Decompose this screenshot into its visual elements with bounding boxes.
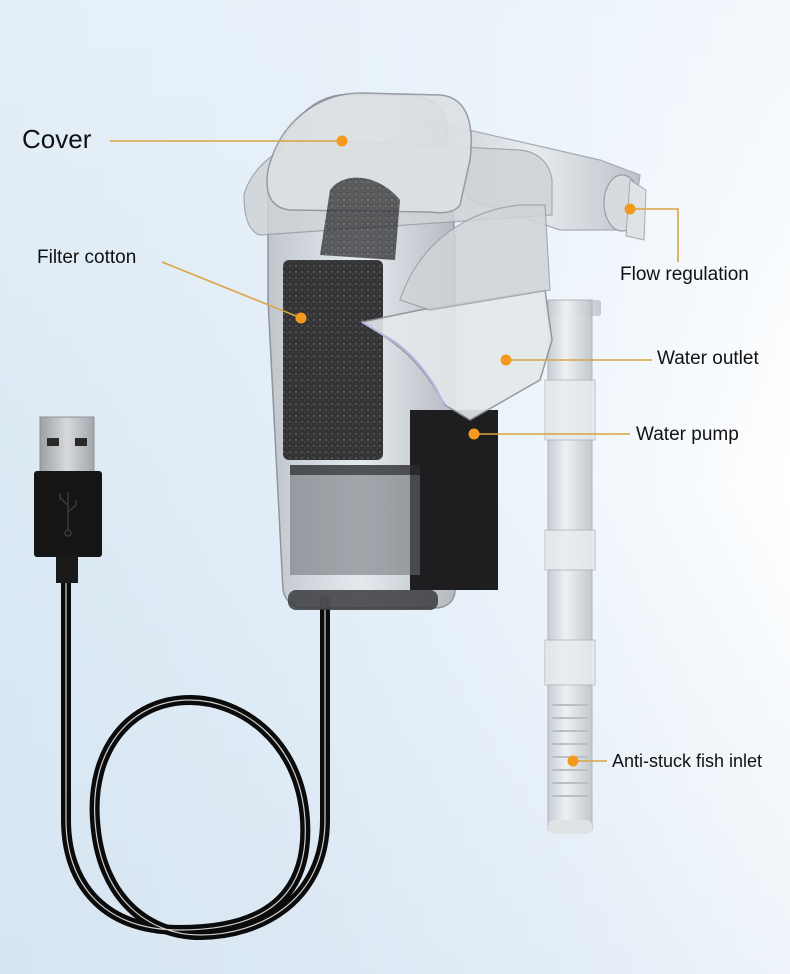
filter-cotton-leader-line (161, 261, 302, 319)
label-filter-cotton: Filter cotton (37, 247, 137, 268)
anti-stuck-inlet-dot-icon (567, 755, 579, 767)
leader-lines (110, 140, 679, 762)
callout-dots (295, 135, 636, 767)
water-outlet-dot-icon (500, 354, 512, 366)
label-anti-stuck-fish-inlet: Anti-stuck fish inlet (612, 751, 763, 771)
usb-cable (61, 555, 330, 941)
usb-plug (34, 416, 102, 583)
cover-dot-icon (336, 135, 348, 147)
flow-regulation-dot-icon (624, 203, 636, 215)
filter-body (243, 92, 553, 610)
water-pump-dot-icon (468, 428, 480, 440)
usb-logo-icon (59, 492, 77, 537)
filter-cotton-dot-icon (295, 312, 307, 324)
label-water-outlet: Water outlet (657, 348, 759, 369)
intake-strainer (552, 704, 588, 797)
label-water-pump: Water pump (636, 424, 739, 445)
intake-tube (543, 299, 601, 834)
flow-regulation-leader-line (630, 208, 679, 262)
label-cover: Cover (22, 124, 92, 154)
pump-block (410, 410, 498, 590)
cover-lid (266, 92, 472, 214)
filter-sponge (283, 260, 383, 460)
label-flow-regulation: Flow regulation (620, 264, 749, 285)
